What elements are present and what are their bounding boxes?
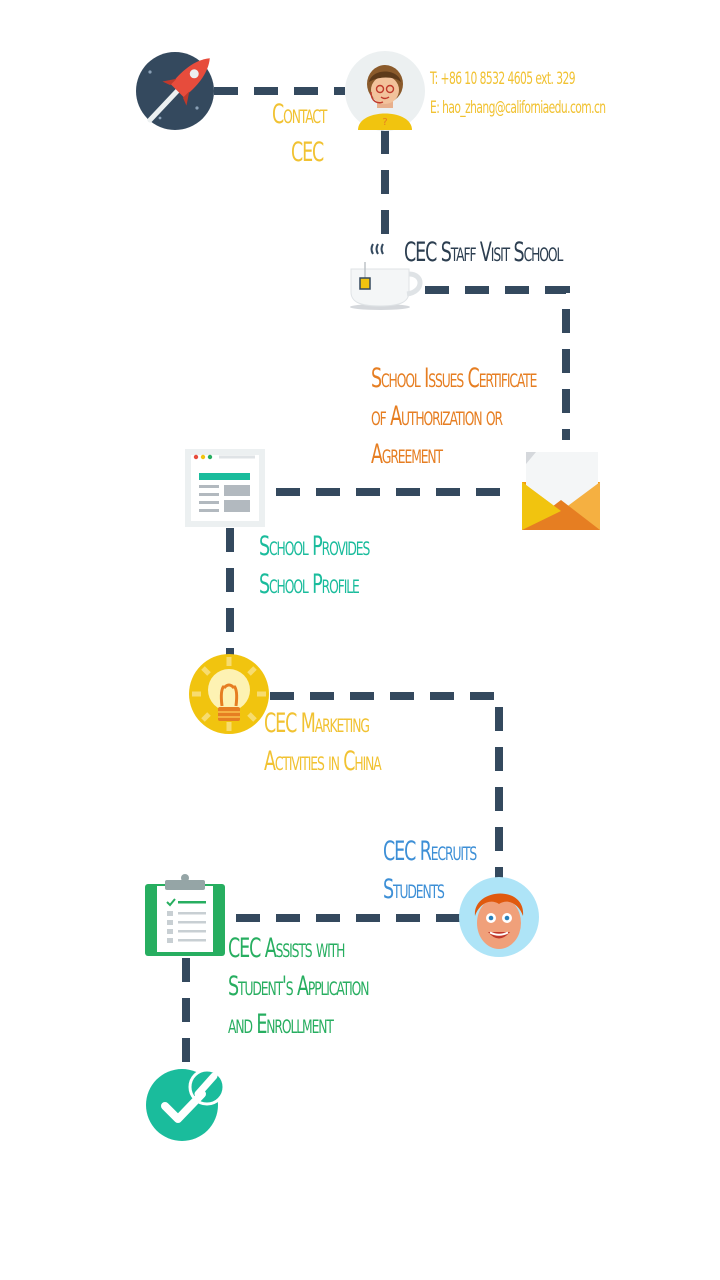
- contact-info: T: +86 10 8532 4605 ext. 329 E: hao_zhan…: [430, 65, 606, 123]
- connector-cup-to-envelope: [425, 286, 570, 440]
- rocket-icon: [136, 52, 214, 130]
- support-agent-icon: ?: [345, 51, 425, 131]
- student-face-icon: [459, 877, 539, 957]
- step-label-application: CEC Assists with Student's Application a…: [228, 933, 369, 1040]
- svg-text:?: ?: [382, 117, 387, 128]
- envelope-icon: [522, 452, 600, 530]
- checkmark-icon: [146, 1068, 226, 1141]
- webpage-icon: [185, 449, 265, 527]
- step-label-contact-cec: Contact CEC: [272, 99, 327, 168]
- contact-email: E: hao_zhang@californiaedu.com.cn: [430, 98, 606, 118]
- step-label-school-profile: School Provides School Profile: [259, 531, 370, 600]
- clipboard-icon: [145, 874, 225, 956]
- step-label-certificate: School Issues Certificate of Authorizati…: [371, 363, 537, 470]
- step-label-staff-visit: CEC Staff Visit School: [404, 237, 563, 268]
- coffee-cup-icon: [350, 243, 423, 310]
- step-label-recruits: CEC Recruits Students: [383, 836, 477, 905]
- contact-phone: T: +86 10 8532 4605 ext. 329: [430, 69, 576, 89]
- step-label-marketing: CEC Marketing Activities in China: [264, 708, 382, 777]
- lightbulb-icon: [189, 654, 269, 734]
